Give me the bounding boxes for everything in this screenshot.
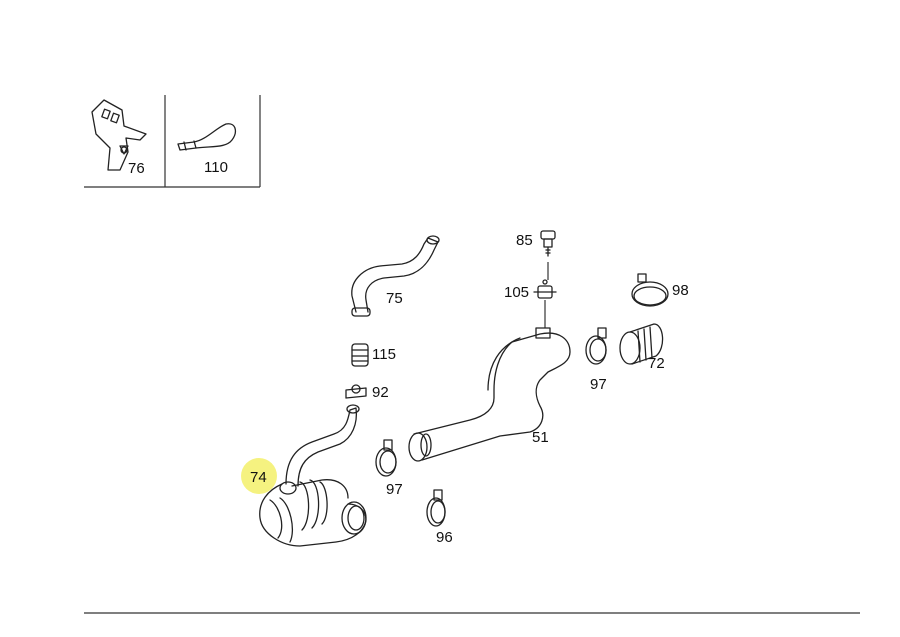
callout-97-upper: 97 (590, 376, 607, 393)
callout-98: 98 (672, 282, 689, 299)
part-75-hose[interactable] (351, 235, 440, 317)
callout-97-lower: 97 (386, 481, 403, 498)
callout-76: 76 (128, 160, 145, 177)
callout-75: 75 (386, 290, 403, 307)
part-72-sleeve[interactable] (619, 323, 664, 365)
callout-92: 92 (372, 384, 389, 401)
callout-105: 105 (504, 284, 529, 301)
part-74-hose[interactable] (259, 404, 367, 547)
part-85-bolt[interactable] (540, 230, 556, 257)
highlight-marker (241, 458, 277, 494)
part-115-coupler[interactable] (351, 343, 369, 367)
part-98-clamp[interactable] (631, 273, 669, 307)
callout-96: 96 (436, 529, 453, 546)
part-97-clamp-upper[interactable] (585, 327, 607, 365)
callout-74: 74 (250, 469, 267, 486)
part-92-clamp[interactable] (345, 384, 367, 399)
part-110-cable-tie[interactable] (177, 123, 237, 151)
part-97-clamp-lower[interactable] (375, 439, 397, 477)
part-96-clamp[interactable] (426, 489, 446, 527)
callout-72: 72 (648, 355, 665, 372)
callout-110: 110 (204, 159, 228, 176)
part-76-bracket[interactable] (91, 99, 147, 171)
part-105-fitting[interactable] (533, 279, 557, 299)
legend-box (84, 95, 261, 188)
callout-51: 51 (532, 429, 549, 446)
part-51-pipe[interactable] (408, 327, 571, 462)
callout-115: 115 (372, 346, 396, 363)
callout-85: 85 (516, 232, 533, 249)
